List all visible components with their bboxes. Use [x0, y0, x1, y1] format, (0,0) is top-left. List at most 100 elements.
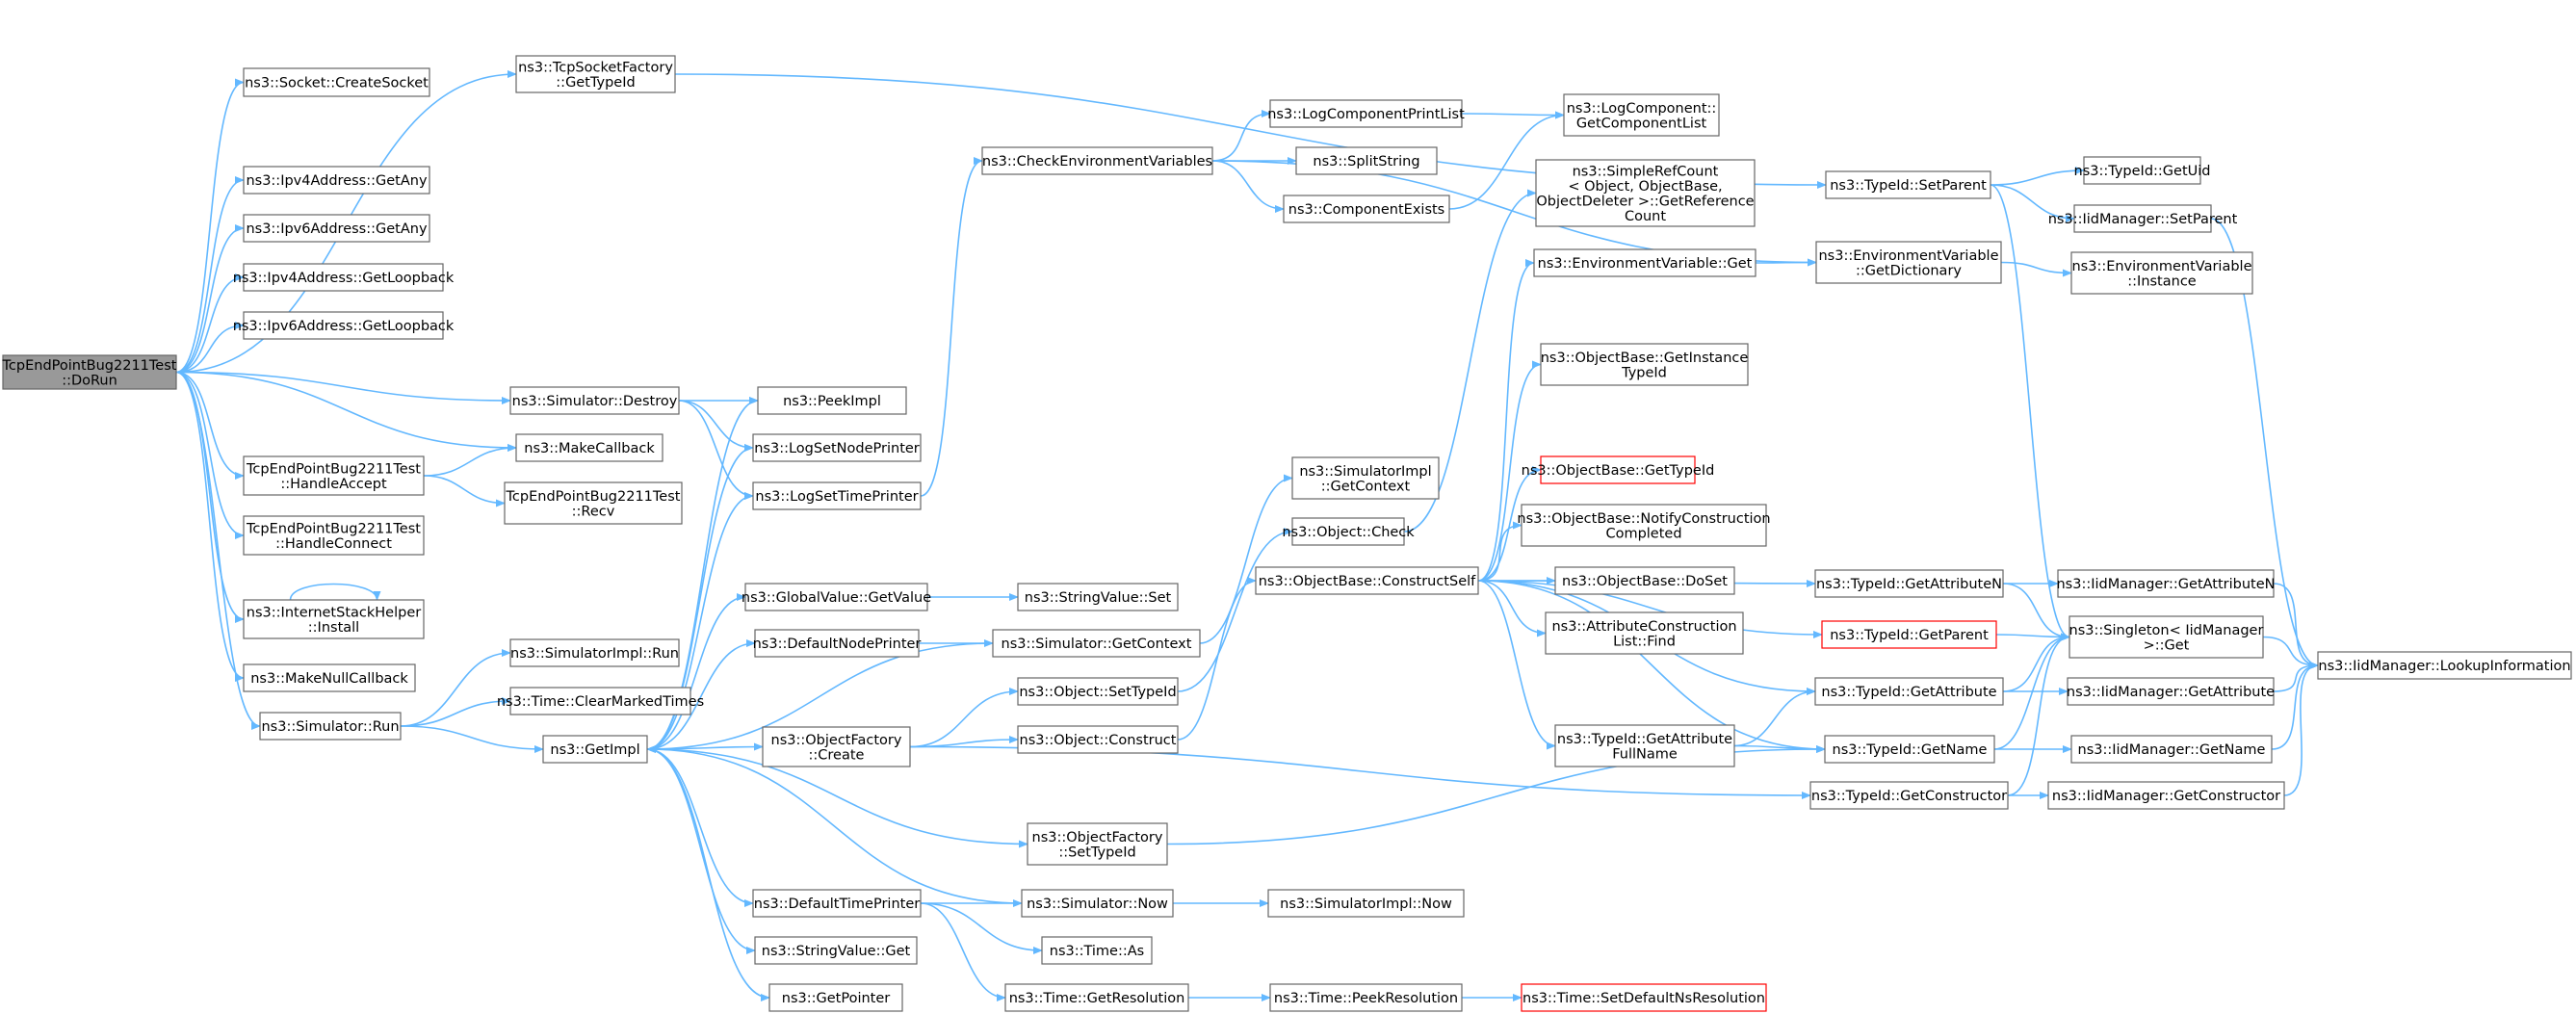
node-implRun[interactable]: ns3::SimulatorImpl::Run [509, 638, 680, 667]
node-getPointer[interactable]: ns3::GetPointer [768, 983, 903, 1012]
node-box [2069, 615, 2264, 659]
node-singleton[interactable]: ns3::Singleton< IidManager >::Get [2069, 615, 2264, 659]
edge-root-to-ipv4Loop [175, 273, 245, 374]
node-label: List::Find [1613, 634, 1676, 649]
node-constructSelf[interactable]: ns3::ObjectBase::ConstructSelf [1255, 566, 1479, 595]
node-tidGetAttr[interactable]: ns3::TypeId::GetAttribute [1814, 677, 2004, 706]
node-tidGetUid[interactable]: ns3::TypeId::GetUid [2074, 156, 2211, 185]
node-splitString[interactable]: ns3::SplitString [1295, 146, 1438, 175]
node-ipv4Any[interactable]: ns3::Ipv4Address::GetAny [243, 166, 430, 195]
node-ipv6Loop[interactable]: ns3::Ipv6Address::GetLoopback [233, 311, 455, 340]
node-makeNull[interactable]: ns3::MakeNullCallback [243, 663, 416, 692]
node-box [992, 629, 1201, 658]
node-ipv4Loop[interactable]: ns3::Ipv4Address::GetLoopback [233, 263, 455, 292]
node-defTime[interactable]: ns3::DefaultTimePrinter [752, 889, 922, 918]
node-label: ns3::TypeId::GetConstructor [1811, 789, 2007, 804]
node-label: ::Create [809, 747, 865, 763]
node-tidGetAttrN[interactable]: ns3::TypeId::GetAttributeN [1814, 569, 2004, 598]
node-root[interactable]: TcpEndPointBug2211Test::DoRun [2, 354, 177, 390]
node-implNow[interactable]: ns3::SimulatorImpl::Now [1267, 889, 1465, 918]
node-obGetTid[interactable]: ns3::ObjectBase::GetTypeId [1522, 455, 1715, 484]
node-logTime[interactable]: ns3::LogSetTimePrinter [752, 481, 922, 510]
node-box [2, 354, 177, 390]
node-ipv6Any[interactable]: ns3::Ipv6Address::GetAny [243, 214, 430, 243]
node-label: ns3::SimulatorImpl::Now [1280, 897, 1452, 912]
node-label: GetComponentList [1576, 116, 1707, 131]
node-peekImpl[interactable]: ns3::PeekImpl [757, 386, 907, 415]
node-checkEnv[interactable]: ns3::CheckEnvironmentVariables [981, 146, 1213, 175]
node-envGetDict[interactable]: ns3::EnvironmentVariable::GetDictionary [1815, 241, 2002, 284]
edge-constructSelf-to-tidGetAttrFull [1477, 580, 1556, 750]
node-label: ::SetTypeId [1058, 845, 1135, 860]
node-makeCallback[interactable]: ns3::MakeCallback [515, 433, 664, 462]
node-iidGetAttr[interactable]: ns3::IidManager::GetAttribute [2067, 677, 2275, 706]
node-box [1255, 566, 1479, 595]
node-label: ::GetDictionary [1856, 263, 1962, 278]
node-tidSetParent[interactable]: ns3::TypeId::SetParent [1825, 170, 1991, 199]
node-objFactCreate[interactable]: ns3::ObjectFactory::Create [762, 726, 911, 767]
node-logGetList[interactable]: ns3::LogComponent::GetComponentList [1563, 93, 1720, 137]
node-iidSetParent[interactable]: ns3::IidManager::SetParent [2048, 204, 2238, 233]
node-tidGetName[interactable]: ns3::TypeId::GetName [1824, 735, 1995, 764]
node-tidGetParent[interactable]: ns3::TypeId::GetParent [1821, 620, 1997, 649]
edge-simNow-to-getImpl [646, 745, 1023, 904]
node-globalGet[interactable]: ns3::GlobalValue::GetValue [742, 583, 931, 611]
edge-simRun-to-clearMarked [400, 697, 511, 727]
node-strGet[interactable]: ns3::StringValue::Get [754, 936, 918, 965]
node-box [1535, 159, 1756, 227]
node-objCheck[interactable]: ns3::Object::Check [1282, 517, 1415, 546]
node-compExists[interactable]: ns3::ComponentExists [1283, 195, 1450, 223]
node-iidGetCtor[interactable]: ns3::IidManager::GetConstructor [2047, 781, 2285, 810]
node-peekRes[interactable]: ns3::Time::PeekResolution [1269, 983, 1463, 1012]
node-tidGetCtor[interactable]: ns3::TypeId::GetConstructor [1809, 781, 2009, 810]
node-handleConnect[interactable]: TcpEndPointBug2211Test::HandleConnect [243, 515, 425, 556]
node-label: ns3::IidManager::SetParent [2048, 212, 2238, 227]
node-simRun[interactable]: ns3::Simulator::Run [259, 712, 402, 741]
node-objConstruct[interactable]: ns3::Object::Construct [1017, 725, 1179, 754]
edge-root-to-simRun [175, 371, 261, 730]
node-label: TcpEndPointBug2211Test [246, 461, 421, 477]
node-iidGetAttrN[interactable]: ns3::IidManager::GetAttributeN [2056, 569, 2276, 598]
node-box [754, 936, 918, 965]
node-label: ns3::SimulatorImpl [1299, 464, 1431, 480]
node-tcpFactory[interactable]: ns3::TcpSocketFactory::GetTypeId [515, 55, 676, 93]
node-logNode[interactable]: ns3::LogSetNodePrinter [752, 433, 922, 462]
node-obDoSet[interactable]: ns3::ObjectBase::DoSet [1554, 566, 1735, 595]
node-simDestroy[interactable]: ns3::Simulator::Destroy [509, 386, 680, 415]
node-timeAs[interactable]: ns3::Time::As [1041, 936, 1153, 965]
node-envGet[interactable]: ns3::EnvironmentVariable::Get [1533, 248, 1756, 277]
node-recv[interactable]: TcpEndPointBug2211Test::Recv [504, 481, 683, 525]
node-label: ns3::IidManager::GetName [2078, 742, 2266, 758]
node-defNode[interactable]: ns3::DefaultNodePrinter [753, 629, 922, 658]
edge-logTime-to-checkEnv [920, 157, 983, 497]
node-implGetCtx[interactable]: ns3::SimulatorImpl::GetContext [1291, 456, 1440, 500]
node-createSocket[interactable]: ns3::Socket::CreateSocket [243, 67, 430, 97]
node-simGetCtx[interactable]: ns3::Simulator::GetContext [992, 629, 1201, 658]
node-timeGetRes[interactable]: ns3::Time::GetResolution [1004, 983, 1189, 1012]
node-objSetTid[interactable]: ns3::Object::SetTypeId [1017, 677, 1179, 706]
node-box [757, 386, 907, 415]
node-iidLookup[interactable]: ns3::IidManager::LookupInformation [2317, 651, 2572, 680]
edge-simGetCtx-to-getImpl [646, 642, 994, 753]
node-ofSetTid[interactable]: ns3::ObjectFactory::SetTypeId [1027, 822, 1168, 866]
node-getImpl[interactable]: ns3::GetImpl [542, 735, 648, 764]
node-simNow[interactable]: ns3::Simulator::Now [1021, 889, 1174, 918]
node-obNotify[interactable]: ns3::ObjectBase::NotifyConstructionCompl… [1517, 504, 1771, 547]
node-envInstance[interactable]: ns3::EnvironmentVariable::Instance [2070, 251, 2253, 295]
node-logPrintList[interactable]: ns3::LogComponentPrintList [1267, 99, 1465, 128]
node-label: ::Install [308, 620, 359, 636]
node-strSet[interactable]: ns3::StringValue::Set [1017, 583, 1179, 611]
edge-simRun-to-implRun [400, 649, 511, 727]
node-installHelper[interactable]: ns3::InternetStackHelper::Install [243, 599, 425, 639]
node-label: ns3::Simulator::GetContext [1002, 637, 1192, 652]
node-label: ns3::IidManager::GetAttributeN [2056, 577, 2275, 592]
node-simpleRef[interactable]: ns3::SimpleRefCount< Object, ObjectBase,… [1535, 159, 1756, 227]
node-handleAccept[interactable]: TcpEndPointBug2211Test::HandleAccept [243, 455, 425, 496]
node-setDefRes[interactable]: ns3::Time::SetDefaultNsResolution [1521, 983, 1767, 1012]
node-clearMarked[interactable]: ns3::Time::ClearMarkedTimes [497, 687, 704, 715]
edge-simGetCtx-to-implGetCtx [1199, 474, 1293, 644]
node-iidGetName[interactable]: ns3::IidManager::GetName [2070, 735, 2273, 764]
